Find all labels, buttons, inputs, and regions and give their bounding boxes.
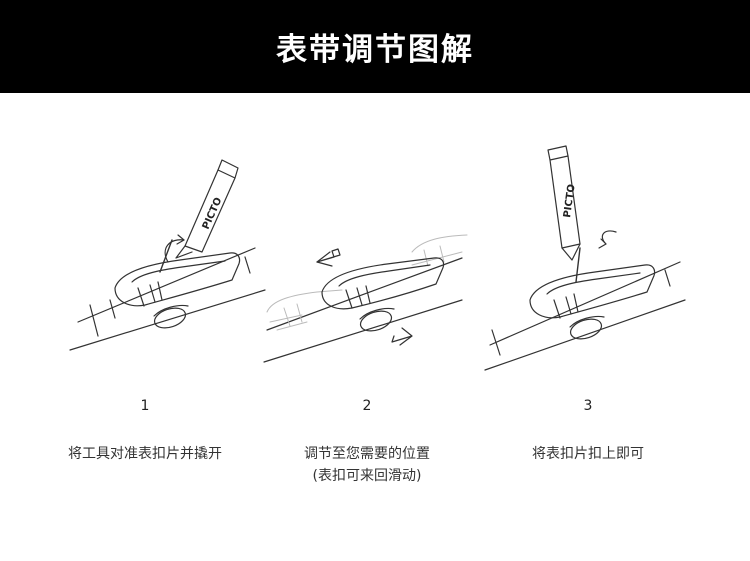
step-1-illustration: PICTO (69, 159, 266, 351)
step-1-caption: 将工具对准表扣片并撬开 (35, 443, 255, 465)
step-3-caption-line: 将表扣片扣上即可 (532, 446, 644, 462)
step-3-illustration: PICTO (484, 145, 686, 371)
step-2-number: 2 (362, 398, 372, 414)
step-2-caption-line: 调节至您需要的位置 (304, 446, 430, 462)
header-banner: 表带调节图解 (0, 0, 750, 93)
step-3-number: 3 (583, 398, 593, 414)
step-2-caption-note: (表扣可来回滑动) (312, 468, 422, 484)
step-1-caption-line: 将工具对准表扣片并撬开 (68, 446, 222, 462)
step-1-number: 1 (140, 398, 150, 414)
tool-brand-label: PICTO (562, 183, 578, 218)
page-title: 表带调节图解 (276, 32, 474, 68)
step-3-caption: 将表扣片扣上即可 (478, 443, 698, 465)
step-2-illustration (263, 234, 468, 363)
step-2-caption: 调节至您需要的位置 (表扣可来回滑动) (257, 443, 477, 487)
